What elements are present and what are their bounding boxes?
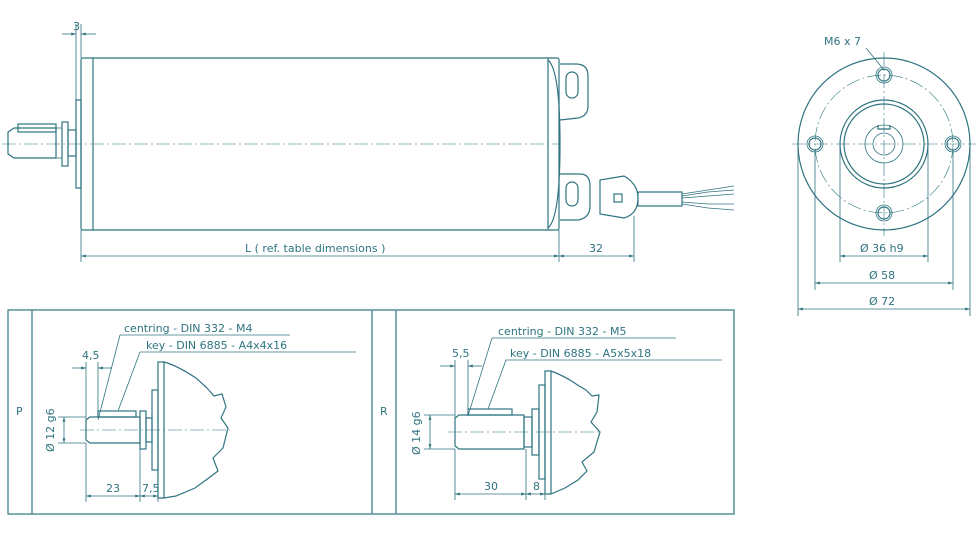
dim-length-label: L ( ref. table dimensions ) (245, 242, 385, 255)
motor-side-view (2, 24, 735, 262)
detail-p-dia: Ø 12 g6 (44, 408, 57, 452)
dia-inner-label: Ø 36 h9 (860, 242, 904, 255)
detail-panel-frame (7, 309, 735, 515)
detail-p-centring: centring - DIN 332 - M4 (124, 322, 252, 335)
detail-r-dim-len: 30 (484, 480, 498, 493)
detail-p-dim-small: 4,5 (82, 349, 100, 362)
detail-r-shaft (424, 337, 722, 500)
detail-p-dim-len: 23 (106, 482, 120, 495)
dia-outer-label: Ø 72 (869, 295, 895, 308)
detail-p-dim-collar: 7,5 (142, 482, 160, 495)
detail-r-dia: Ø 14 g6 (410, 411, 423, 455)
detail-p-label: P (16, 405, 23, 418)
detail-r-dim-small: 5,5 (452, 347, 470, 360)
dim-tail-label: 32 (589, 242, 603, 255)
motor-end-view (792, 47, 976, 316)
detail-r-label: R (380, 405, 388, 418)
detail-p-shaft (58, 334, 356, 502)
detail-p-key: key - DIN 6885 - A4x4x16 (146, 339, 287, 352)
detail-r-dim-collar: 8 (533, 480, 540, 493)
detail-r-key: key - DIN 6885 - A5x5x18 (510, 347, 651, 360)
thread-label: M6 x 7 (824, 35, 861, 48)
detail-r-centring: centring - DIN 332 - M5 (498, 325, 626, 338)
dim-flange-label: 3 (73, 20, 80, 33)
dia-bolt-label: Ø 58 (869, 269, 895, 282)
